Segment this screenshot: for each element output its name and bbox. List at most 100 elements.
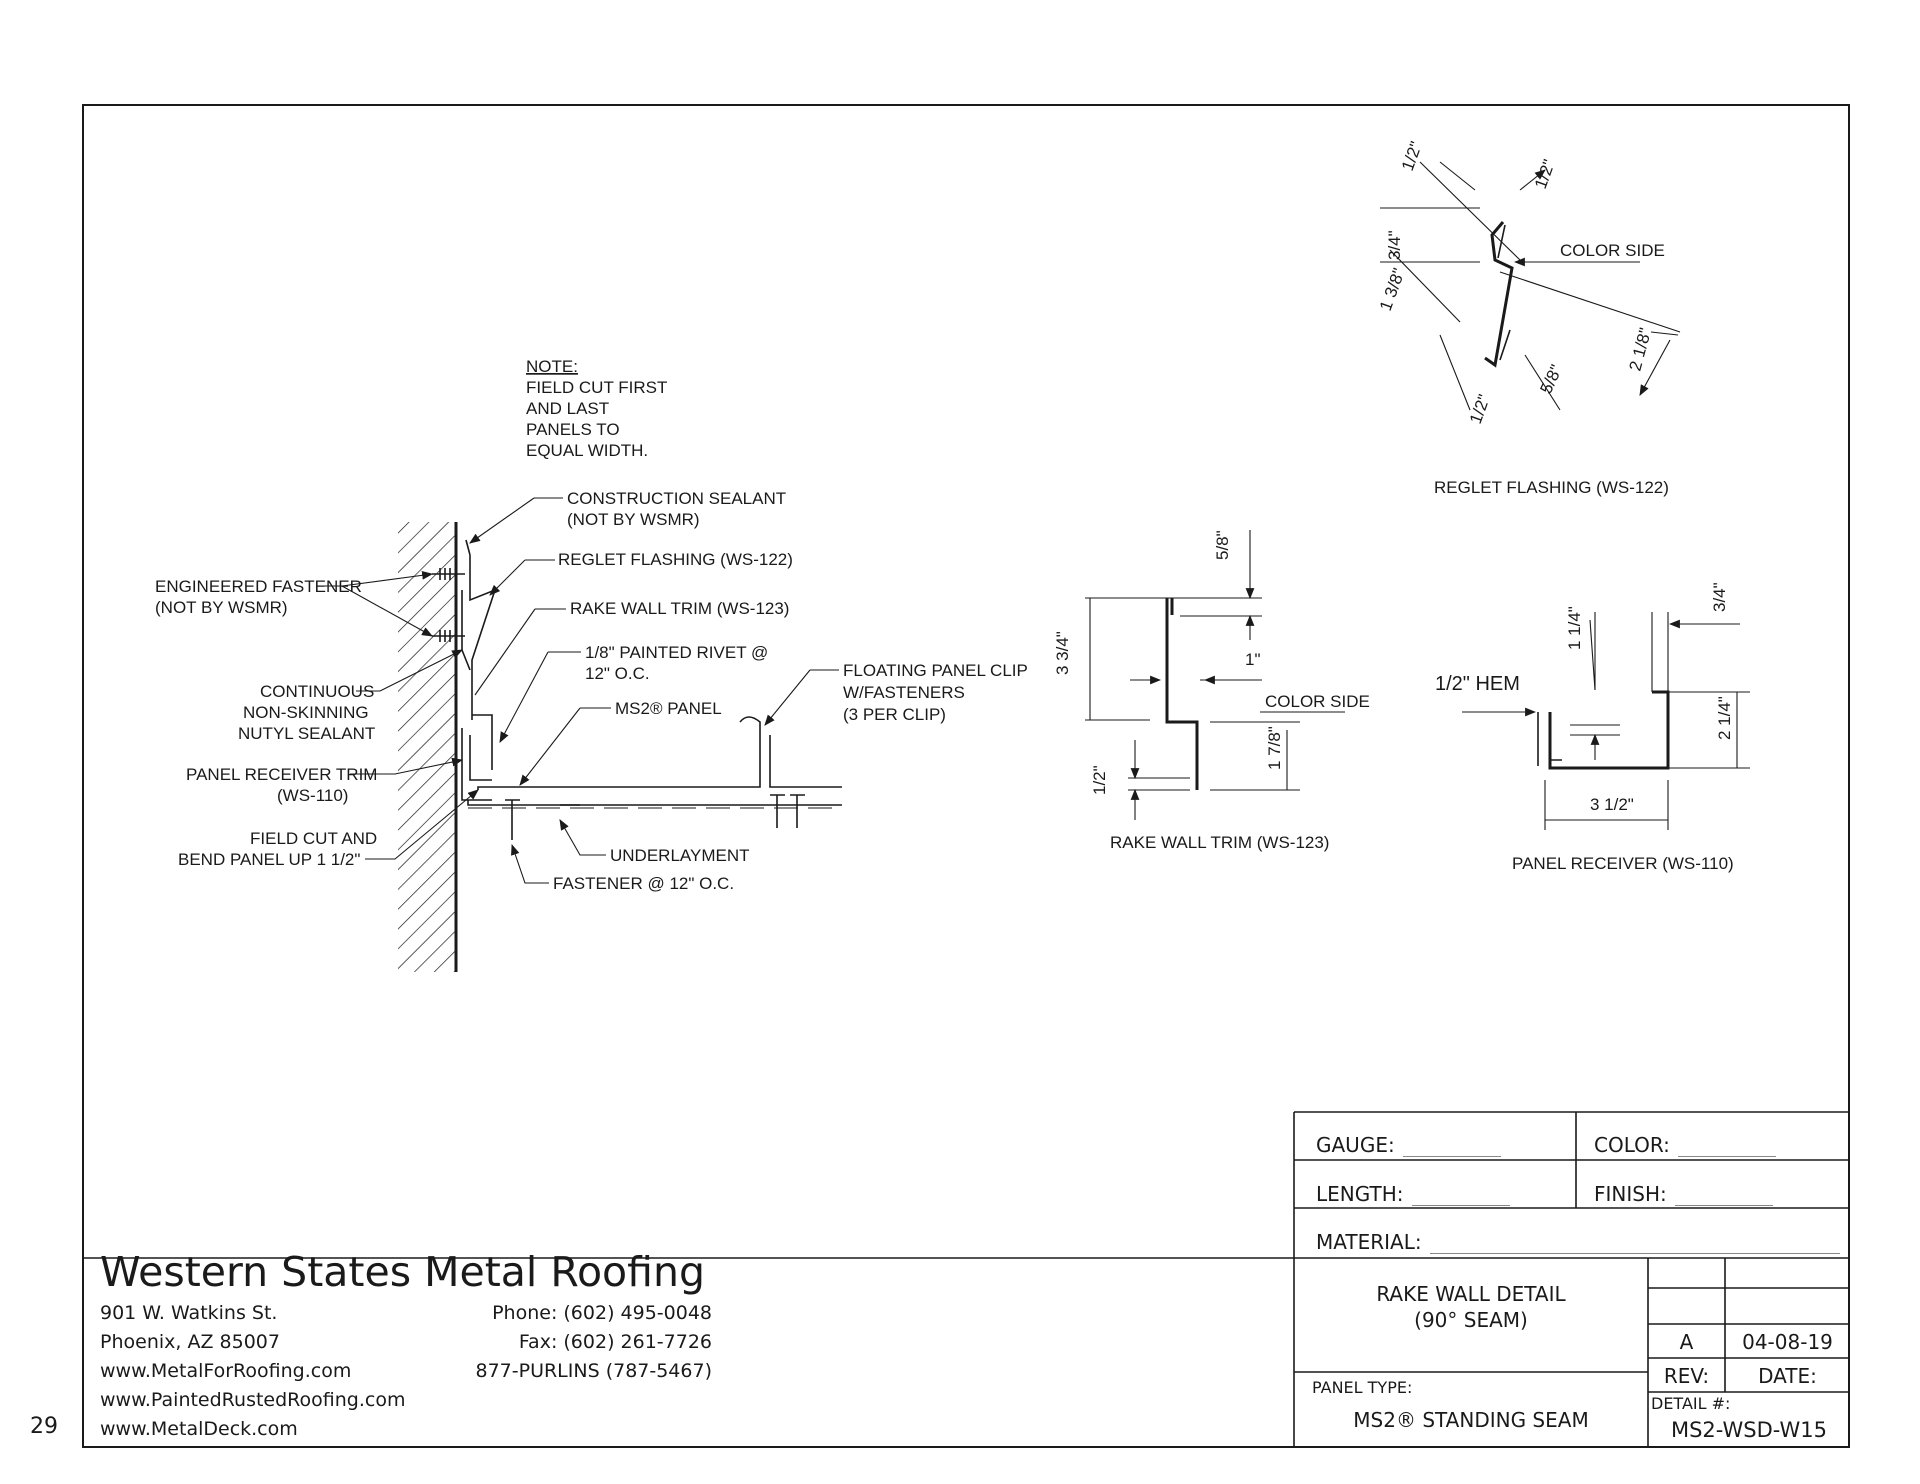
svg-text:(WS-110): (WS-110): [277, 786, 348, 805]
svg-text:(NOT BY WSMR): (NOT BY WSMR): [567, 510, 700, 529]
detail-title: RAKE WALL DETAIL: [1376, 1282, 1566, 1306]
callout-construction-sealant: CONSTRUCTION SEALANT: [567, 489, 786, 508]
rake-trim-caption: RAKE WALL TRIM (WS-123): [1110, 833, 1329, 852]
color-side-label: COLOR SIDE: [1560, 241, 1665, 260]
dim-label: 2 1/8": [1626, 326, 1656, 373]
detail-number-value: MS2-WSD-W15: [1670, 1418, 1827, 1442]
dim-label: 1/2": [1398, 139, 1426, 173]
length-label: LENGTH:: [1316, 1182, 1404, 1206]
company-city: Phoenix, AZ 85007: [100, 1331, 280, 1353]
finish-input[interactable]: [1674, 1187, 1773, 1206]
reglet-flashing-shape: [465, 539, 497, 720]
callout-ms2-panel: MS2® PANEL: [615, 699, 722, 718]
length-field[interactable]: LENGTH:: [1316, 1182, 1510, 1206]
svg-text:(3 PER CLIP): (3 PER CLIP): [843, 705, 946, 724]
field-note: NOTE: FIELD CUT FIRST AND LAST PANELS TO…: [526, 357, 667, 460]
date-label: DATE:: [1758, 1364, 1817, 1388]
finish-label: FINISH:: [1594, 1182, 1667, 1206]
company-web-link[interactable]: www.MetalForRoofing.com: [100, 1360, 352, 1382]
gauge-input[interactable]: [1402, 1138, 1501, 1157]
note-line: AND LAST: [526, 399, 609, 418]
detail-number-label: DETAIL #:: [1651, 1394, 1731, 1413]
rev-value: A: [1679, 1330, 1694, 1354]
screw-icons: [432, 568, 805, 840]
callout-reglet-flashing: REGLET FLASHING (WS-122): [558, 550, 793, 569]
dim-label: 1/2": [1090, 765, 1109, 795]
dim-label: 3 3/4": [1053, 631, 1072, 675]
wall-hatch: [398, 522, 456, 972]
company-web-link[interactable]: www.MetalDeck.com: [100, 1418, 298, 1440]
receiver-shape: [461, 728, 492, 801]
floating-clip-shape: [739, 716, 761, 735]
material-label: MATERIAL:: [1316, 1230, 1422, 1254]
company-web-link[interactable]: www.PaintedRustedRoofing.com: [100, 1389, 406, 1411]
rake-wall-trim-profile: 5/8" 3 3/4" 1" 1 7/8" 1/2" COLOR SIDE RA…: [1053, 530, 1370, 852]
callout-underlayment: UNDERLAYMENT: [610, 846, 749, 865]
dim-label: 1 3/8": [1376, 266, 1409, 314]
reglet-caption: REGLET FLASHING (WS-122): [1434, 478, 1669, 497]
note-line: FIELD CUT FIRST: [526, 378, 667, 397]
callouts-left: ENGINEERED FASTENER (NOT BY WSMR) CONTIN…: [155, 570, 479, 869]
company-street: 901 W. Watkins St.: [100, 1302, 278, 1324]
svg-text:12" O.C.: 12" O.C.: [585, 664, 650, 683]
dim-label: 3 1/2": [1590, 795, 1634, 814]
note-line: PANELS TO: [526, 420, 620, 439]
svg-text:NUTYL SEALANT: NUTYL SEALANT: [238, 724, 375, 743]
dim-label: 5/8": [1536, 362, 1566, 397]
main-section-detail: NOTE: FIELD CUT FIRST AND LAST PANELS TO…: [155, 357, 1028, 972]
note-line: EQUAL WIDTH.: [526, 441, 648, 460]
company-fax: Fax: (602) 261-7726: [518, 1331, 712, 1353]
rev-label: REV:: [1663, 1364, 1710, 1388]
dim-label: 1/2": [1466, 392, 1494, 426]
dim-label: 1 7/8": [1265, 726, 1284, 770]
callout-fastener: FASTENER @ 12" O.C.: [553, 874, 734, 893]
rake-trim-shape: [472, 714, 493, 770]
dim-label: 1 1/4": [1565, 606, 1584, 650]
company-tollfree: 877-PURLINS (787-5467): [475, 1360, 713, 1382]
hem-label: 1/2" HEM: [1435, 673, 1520, 695]
panel-type-value: MS2® STANDING SEAM: [1353, 1408, 1589, 1432]
company-name: Western States Metal Roofing: [100, 1248, 705, 1296]
color-label: COLOR:: [1594, 1133, 1670, 1157]
finish-field[interactable]: FINISH:: [1594, 1182, 1773, 1206]
gauge-field[interactable]: GAUGE:: [1316, 1133, 1501, 1157]
svg-text:BEND PANEL UP 1 1/2": BEND PANEL UP 1 1/2": [178, 850, 360, 869]
callout-continuous-sealant: CONTINUOUS: [260, 682, 374, 701]
title-block-grid: [82, 1111, 1850, 1448]
panel-receiver-profile: 3/4" 1 1/4" 2 1/4" 3 1/2" 1/2" HEM PANEL…: [1435, 582, 1750, 873]
callouts-right: CONSTRUCTION SEALANT (NOT BY WSMR) REGLE…: [469, 489, 1028, 893]
color-field[interactable]: COLOR:: [1594, 1133, 1776, 1157]
callout-panel-receiver-trim: PANEL RECEIVER TRIM: [186, 765, 377, 784]
receiver-caption: PANEL RECEIVER (WS-110): [1512, 854, 1734, 873]
detail-subtitle: (90° SEAM): [1414, 1308, 1528, 1332]
svg-text:(NOT BY WSMR): (NOT BY WSMR): [155, 598, 288, 617]
panel-type-label: PANEL TYPE:: [1312, 1378, 1413, 1397]
dim-label: 3/4": [1385, 230, 1404, 260]
drawing-sheet-border: [82, 104, 1850, 1448]
callout-engineered-fastener: ENGINEERED FASTENER: [155, 577, 362, 596]
callout-painted-rivet: 1/8" PAINTED RIVET @: [585, 643, 768, 662]
page-number: 29: [30, 1414, 58, 1439]
company-phone: Phone: (602) 495-0048: [492, 1302, 712, 1324]
callout-field-cut: FIELD CUT AND: [250, 829, 377, 848]
callout-rake-wall-trim: RAKE WALL TRIM (WS-123): [570, 599, 789, 618]
length-input[interactable]: [1411, 1187, 1510, 1206]
dim-label: 2 1/4": [1715, 696, 1734, 740]
gauge-label: GAUGE:: [1316, 1133, 1395, 1157]
dim-label: 1": [1245, 650, 1261, 669]
color-input[interactable]: [1677, 1138, 1776, 1157]
dim-label: 5/8": [1213, 530, 1232, 560]
note-title: NOTE:: [526, 357, 578, 376]
date-value: 04-08-19: [1742, 1330, 1833, 1354]
svg-text:NON-SKINNING: NON-SKINNING: [243, 703, 369, 722]
material-field[interactable]: MATERIAL:: [1316, 1230, 1840, 1254]
svg-text:W/FASTENERS: W/FASTENERS: [843, 683, 965, 702]
dim-label: 3/4": [1710, 582, 1729, 612]
dim-label: 1/2": [1531, 157, 1559, 191]
color-side-label: COLOR SIDE: [1265, 692, 1370, 711]
callout-floating-clip: FLOATING PANEL CLIP: [843, 661, 1028, 680]
reglet-flashing-profile: COLOR SIDE 1/2" 1/2" 3/4" 1 3/8" 2 1/8" …: [1376, 139, 1681, 497]
material-input[interactable]: [1429, 1235, 1840, 1254]
panel-shape: [477, 735, 842, 790]
